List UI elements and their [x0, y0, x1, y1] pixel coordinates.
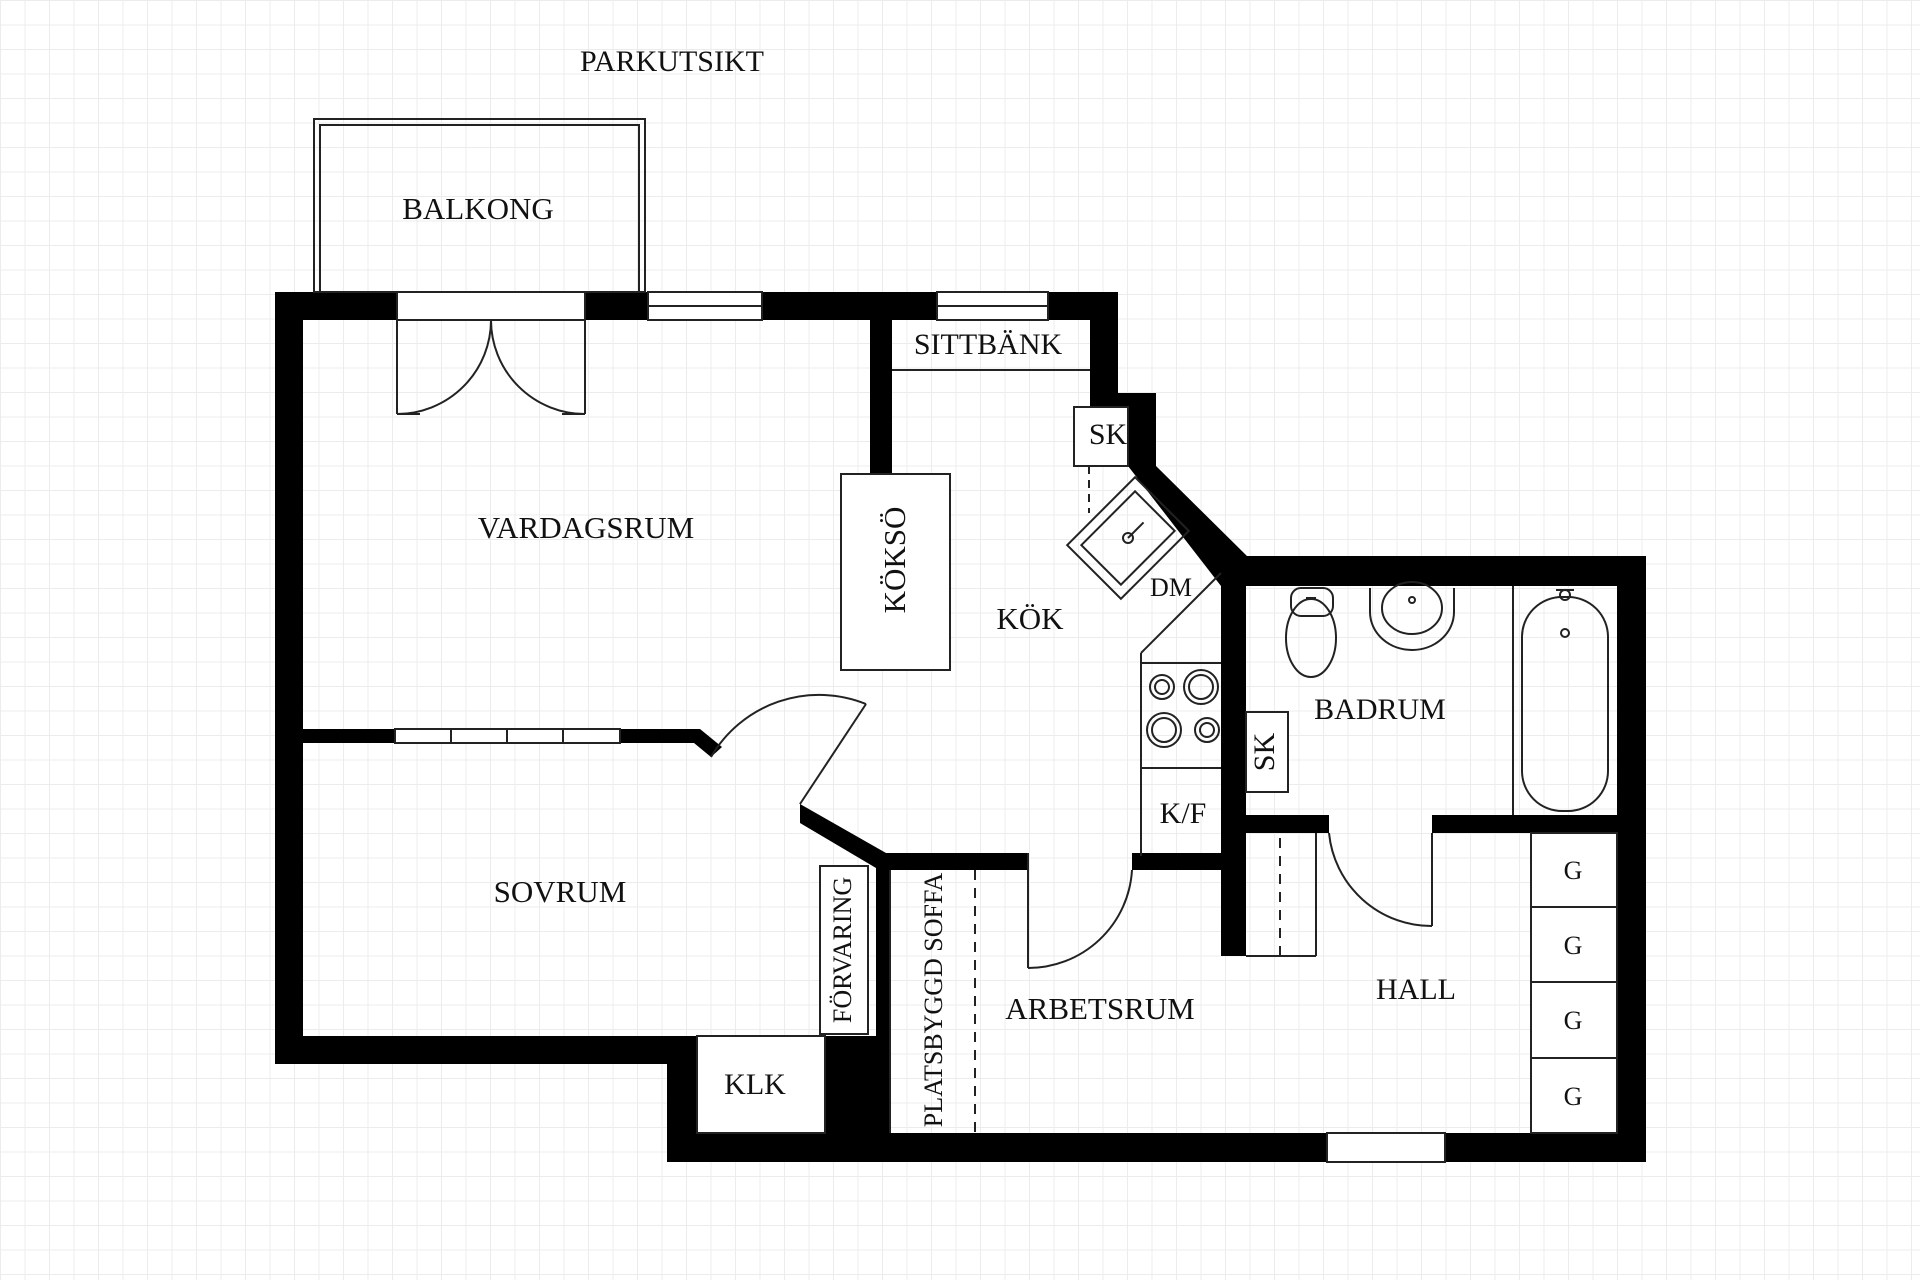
- wardrobe-label: G: [1564, 1082, 1583, 1111]
- room-label-dishwasher: DM: [1150, 573, 1192, 602]
- fixtures: [696, 369, 1618, 1134]
- room-label-built-in-sofa: PLATSBYGGD SOFFA: [919, 873, 948, 1128]
- room-label-balcony: BALKONG: [402, 191, 554, 226]
- room-label-cabinet-bathroom: SK: [1248, 732, 1281, 771]
- wardrobe-label: G: [1564, 1006, 1583, 1035]
- wardrobe-label: G: [1564, 856, 1583, 885]
- room-label-fridge-freezer: K/F: [1160, 797, 1207, 830]
- room-label-bedroom: SOVRUM: [494, 874, 627, 909]
- labels: PARKUTSIKT BALKONG VARDAGSRUM SITTBÄNK K…: [402, 45, 1582, 1127]
- doors: [396, 291, 1446, 1163]
- room-label-bathroom: BADRUM: [1314, 693, 1446, 726]
- room-label-kitchen: KÖK: [996, 601, 1064, 636]
- room-label-storage: FÖRVARING: [828, 877, 857, 1023]
- room-label-bench: SITTBÄNK: [914, 328, 1063, 361]
- windows: [394, 291, 1049, 744]
- room-label-cabinet-kitchen: SK: [1089, 418, 1128, 451]
- room-label-closet: KLK: [724, 1068, 786, 1101]
- room-label-kitchen-island: KÖKSÖ: [877, 507, 912, 614]
- view-label: PARKUTSIKT: [580, 45, 764, 78]
- walls: [275, 292, 1646, 1162]
- room-label-study: ARBETSRUM: [1005, 991, 1194, 1026]
- wardrobe-label: G: [1564, 931, 1583, 960]
- room-label-living-room: VARDAGSRUM: [478, 510, 695, 545]
- room-label-hall: HALL: [1376, 973, 1456, 1006]
